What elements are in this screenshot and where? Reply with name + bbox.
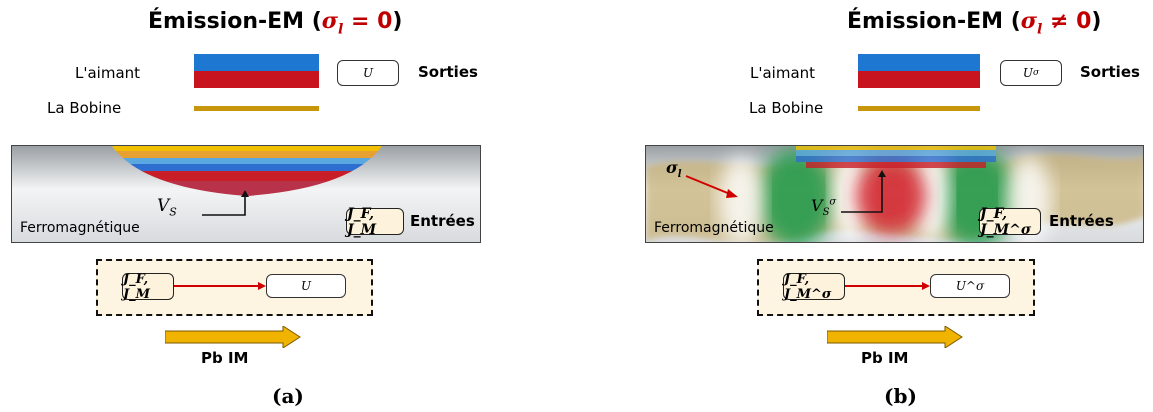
potential-arrow — [202, 190, 249, 216]
flow-input-box: J_F, J_M^σ — [783, 272, 845, 302]
sigma-label: σl — [666, 158, 682, 181]
outputs-label: Sorties — [418, 63, 478, 81]
magnet-south — [194, 71, 319, 88]
potential-symbol: VS — [157, 196, 177, 219]
flow-output-box: U^σ — [930, 274, 1010, 298]
ferromagnetic-label: Ferromagnétique — [654, 220, 774, 236]
panel-b-title: Émission-EM (σl ≠ 0) — [847, 8, 1102, 38]
coil-bar — [858, 106, 980, 111]
inverse-problem-box: J_F, J_M^σ U^σ — [757, 259, 1035, 316]
magnet-label: L'aimant — [750, 64, 816, 82]
potential-arrow — [841, 170, 886, 213]
caption-a: (a) — [272, 384, 304, 408]
flow-arrow — [845, 282, 930, 290]
problem-arrow-icon — [827, 326, 963, 348]
caption-b: (b) — [884, 384, 917, 408]
input-box: J_F, J_M^σ — [979, 206, 1041, 238]
panel-a-title: Émission-EM (σl = 0) — [148, 8, 403, 38]
coil-bar — [194, 106, 319, 111]
inverse-problem-box: J_F, J_M U — [96, 259, 373, 316]
ferromagnetic-block: VS Ferromagnétique J_F, J_M Entrées — [11, 145, 481, 243]
flow-output-box: U — [266, 274, 346, 298]
flow-input-box: J_F, J_M — [122, 272, 174, 302]
outputs-label: Sorties — [1080, 63, 1140, 81]
problem-label: Pb IM — [201, 349, 249, 367]
ferromagnetic-block: σl VSσ Ferromagnétique J_F, J_M^σ Entrée… — [645, 145, 1144, 243]
coil-label: La Bobine — [47, 99, 122, 117]
input-box: J_F, J_M — [346, 206, 404, 238]
inputs-label: Entrées — [1049, 212, 1114, 230]
magnet-north — [194, 54, 319, 71]
magnet-south — [858, 71, 980, 88]
panel-a: Émission-EM (σl = 0) L'aimant U Sorties … — [0, 0, 576, 412]
problem-label: Pb IM — [861, 349, 909, 367]
ferromagnetic-label: Ferromagnétique — [20, 220, 140, 236]
sigma-arrow — [685, 175, 738, 198]
magnet-label: L'aimant — [75, 64, 141, 82]
inputs-label: Entrées — [410, 212, 475, 230]
magnet-north — [858, 54, 980, 71]
coil-label: La Bobine — [749, 99, 824, 117]
problem-arrow-icon — [165, 326, 301, 348]
flow-arrow — [174, 282, 266, 290]
output-box: U — [337, 60, 399, 86]
field-penetration — [112, 146, 382, 196]
potential-symbol: VSσ — [811, 196, 837, 219]
